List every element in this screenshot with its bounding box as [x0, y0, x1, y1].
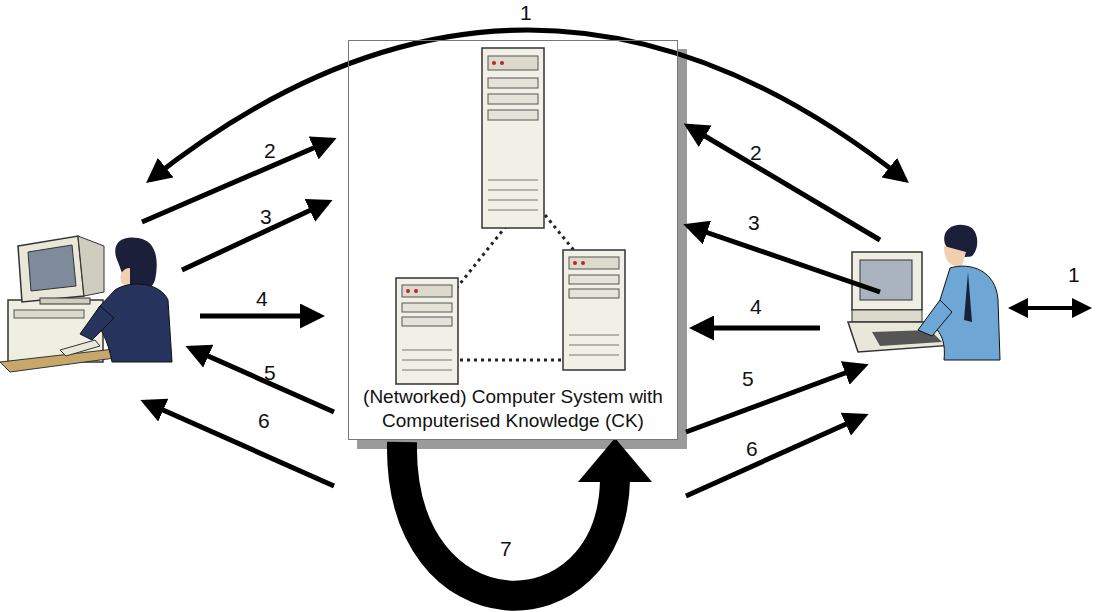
server-tower	[482, 48, 544, 228]
flow-arrows	[142, 30, 1088, 496]
server-tower	[563, 250, 625, 370]
callout-number: 4	[254, 288, 270, 310]
callout-number: 3	[746, 212, 762, 234]
right-user-figure	[848, 225, 1000, 360]
callout-number: 7	[498, 538, 514, 560]
left-user-figure	[0, 236, 172, 372]
callout-number: 1	[1066, 264, 1082, 286]
callout-number: 5	[262, 362, 278, 384]
callout-number: 3	[258, 206, 274, 228]
box-ground	[348, 40, 678, 440]
callout-number: 1	[518, 2, 534, 24]
server-tower	[396, 278, 458, 384]
callout-number: 2	[262, 140, 278, 162]
loop-arrow	[402, 438, 652, 596]
callout-number: 6	[256, 410, 272, 432]
callout-number: 5	[740, 368, 756, 390]
callout-number: 2	[748, 142, 764, 164]
callout-number: 6	[744, 438, 760, 460]
callout-number: 4	[748, 296, 764, 318]
system-box: (Networked) Computer System with Compute…	[348, 40, 678, 440]
box-caption: (Networked) Computer System with Compute…	[349, 385, 677, 439]
